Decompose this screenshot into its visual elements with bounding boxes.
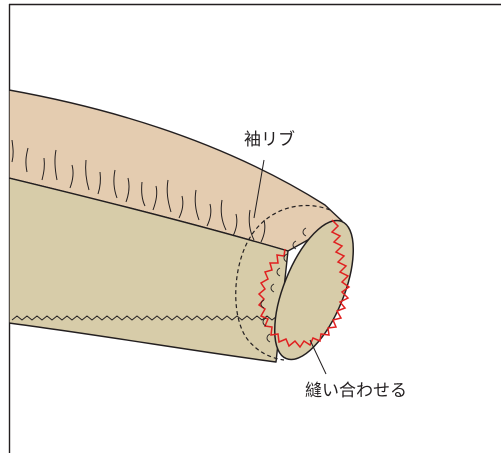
sleeve-lower-panel (9, 177, 289, 363)
serger-edge-stitch (11, 315, 288, 321)
seam-stitch-red (257, 219, 351, 349)
cuff-inner-stitches (260, 227, 307, 343)
label-sew-together: 縫い合わせる (305, 381, 407, 401)
loose-threads (11, 139, 266, 243)
leader-line-sew (309, 339, 327, 375)
label-cuff-rib: 袖リブ (244, 130, 295, 150)
leader-line-cuff-rib (253, 159, 265, 219)
cuff-rib-hidden-outline (235, 204, 331, 361)
